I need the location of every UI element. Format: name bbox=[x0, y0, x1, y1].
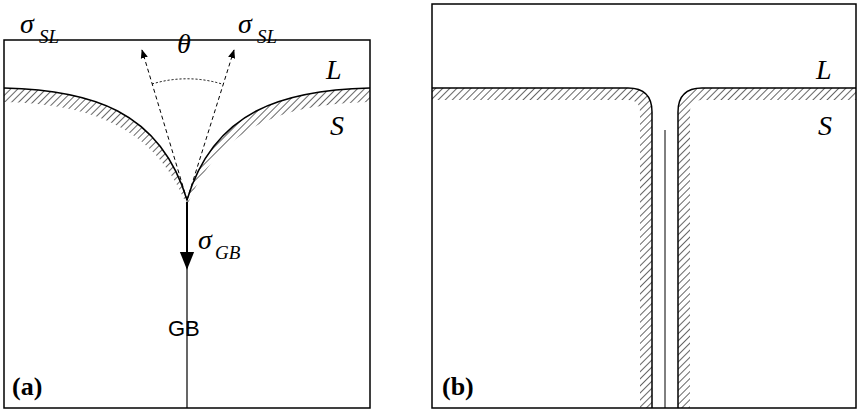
angle-label: θ bbox=[177, 30, 191, 58]
boundary-label: GB bbox=[168, 318, 200, 340]
phase-label: S bbox=[818, 112, 832, 140]
panel-label: (b) bbox=[442, 374, 474, 400]
symbol: σ bbox=[198, 226, 212, 254]
interface-line bbox=[4, 88, 370, 200]
panel-label: (a) bbox=[12, 374, 42, 400]
subscript: SL bbox=[39, 27, 59, 46]
panel-frame bbox=[4, 40, 370, 408]
panel-frame bbox=[432, 4, 856, 408]
interface-layer bbox=[432, 88, 652, 408]
tension-arrow bbox=[186, 202, 188, 268]
interface-layer bbox=[678, 88, 856, 408]
subscript: GB bbox=[215, 243, 240, 262]
subscript: SL bbox=[257, 27, 277, 46]
interface-line bbox=[678, 88, 856, 408]
grain-boundary bbox=[665, 130, 666, 408]
symbol: σ bbox=[20, 10, 34, 38]
phase-label: L bbox=[816, 56, 832, 84]
phase-label: L bbox=[326, 56, 342, 84]
interface-line bbox=[432, 88, 652, 408]
tension-arrow bbox=[142, 50, 187, 200]
symbol: σ bbox=[238, 10, 252, 38]
phase-label: S bbox=[330, 112, 344, 140]
angle-arc bbox=[152, 79, 222, 84]
interface-layer bbox=[4, 88, 370, 206]
tension-arrow bbox=[187, 50, 234, 200]
